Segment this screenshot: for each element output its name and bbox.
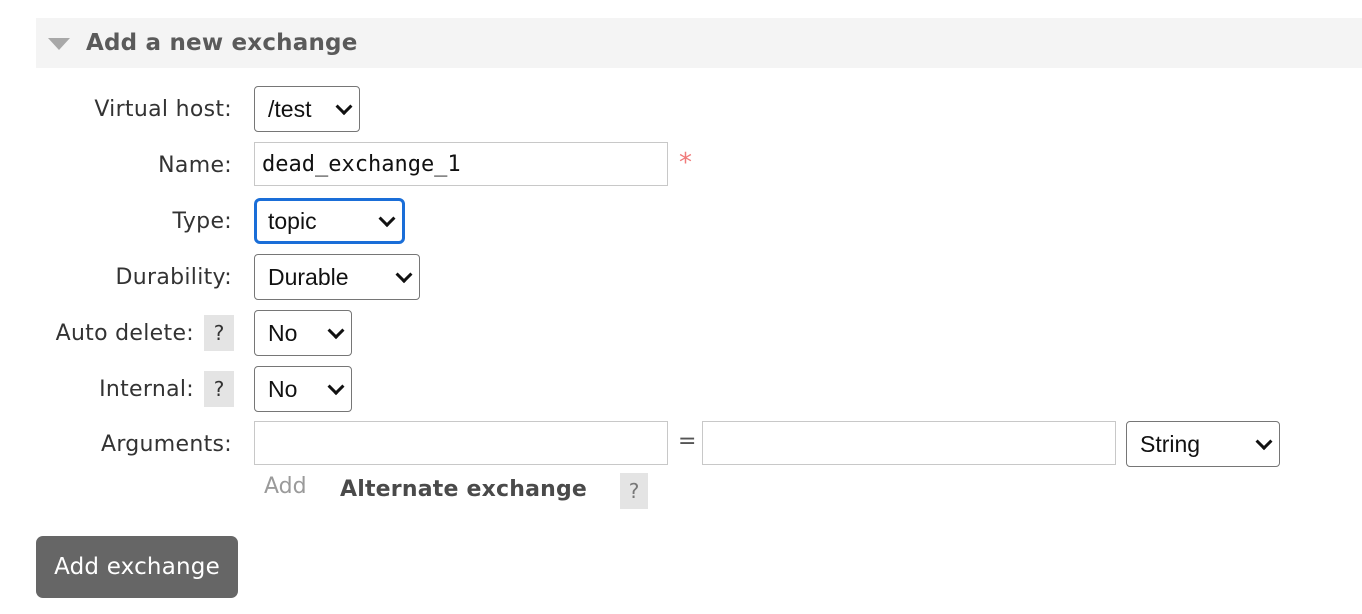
type-row: Type: topic	[0, 198, 1362, 244]
add-exchange-button[interactable]: Add exchange	[36, 536, 238, 598]
virtual-host-select[interactable]: /test	[254, 86, 360, 132]
type-value: topic	[268, 207, 317, 234]
durability-label: Durability:	[115, 264, 232, 290]
required-asterisk: *	[679, 148, 692, 178]
section-header-add-exchange[interactable]: Add a new exchange	[36, 18, 1362, 68]
arguments-label: Arguments:	[100, 431, 232, 457]
argument-type-select[interactable]: String	[1126, 421, 1280, 467]
alternate-exchange-help-icon[interactable]: ?	[620, 473, 648, 509]
type-select[interactable]: topic	[254, 198, 405, 244]
add-argument-link[interactable]: Add	[264, 474, 307, 499]
equals-sign: =	[678, 429, 697, 454]
auto-delete-row: Auto delete: ? No	[0, 310, 1362, 356]
name-input[interactable]: dead_exchange_1	[254, 142, 668, 186]
arguments-row: Arguments: = String	[0, 421, 1362, 467]
alternate-exchange-link[interactable]: Alternate exchange	[340, 477, 588, 502]
durability-select[interactable]: Durable	[254, 254, 420, 300]
auto-delete-value: No	[268, 319, 298, 346]
chevron-down-icon	[327, 378, 345, 396]
section-title: Add a new exchange	[86, 30, 358, 56]
chevron-down-icon	[335, 98, 353, 116]
name-label: Name:	[158, 152, 232, 178]
internal-label: Internal:	[99, 376, 194, 402]
virtual-host-label: Virtual host:	[94, 96, 232, 122]
durability-row: Durability: Durable	[0, 254, 1362, 300]
chevron-down-icon	[395, 266, 413, 284]
internal-help-icon[interactable]: ?	[204, 371, 234, 407]
internal-row: Internal: ? No	[0, 366, 1362, 412]
name-row: Name: dead_exchange_1 *	[0, 142, 1362, 188]
internal-select[interactable]: No	[254, 366, 352, 412]
chevron-down-icon	[378, 210, 396, 228]
argument-type-value: String	[1140, 430, 1201, 457]
argument-key-input[interactable]	[254, 421, 668, 465]
auto-delete-help-icon[interactable]: ?	[204, 315, 234, 351]
collapse-triangle-icon[interactable]	[48, 38, 70, 50]
internal-value: No	[268, 375, 298, 402]
chevron-down-icon	[327, 322, 345, 340]
auto-delete-select[interactable]: No	[254, 310, 352, 356]
name-input-value: dead_exchange_1	[262, 151, 461, 177]
auto-delete-label: Auto delete:	[55, 320, 194, 346]
argument-value-input[interactable]	[702, 421, 1116, 465]
chevron-down-icon	[1255, 433, 1273, 451]
virtual-host-value: /test	[268, 95, 312, 122]
virtual-host-row: Virtual host: /test	[0, 86, 1362, 132]
type-label: Type:	[172, 208, 232, 234]
durability-value: Durable	[268, 263, 349, 290]
